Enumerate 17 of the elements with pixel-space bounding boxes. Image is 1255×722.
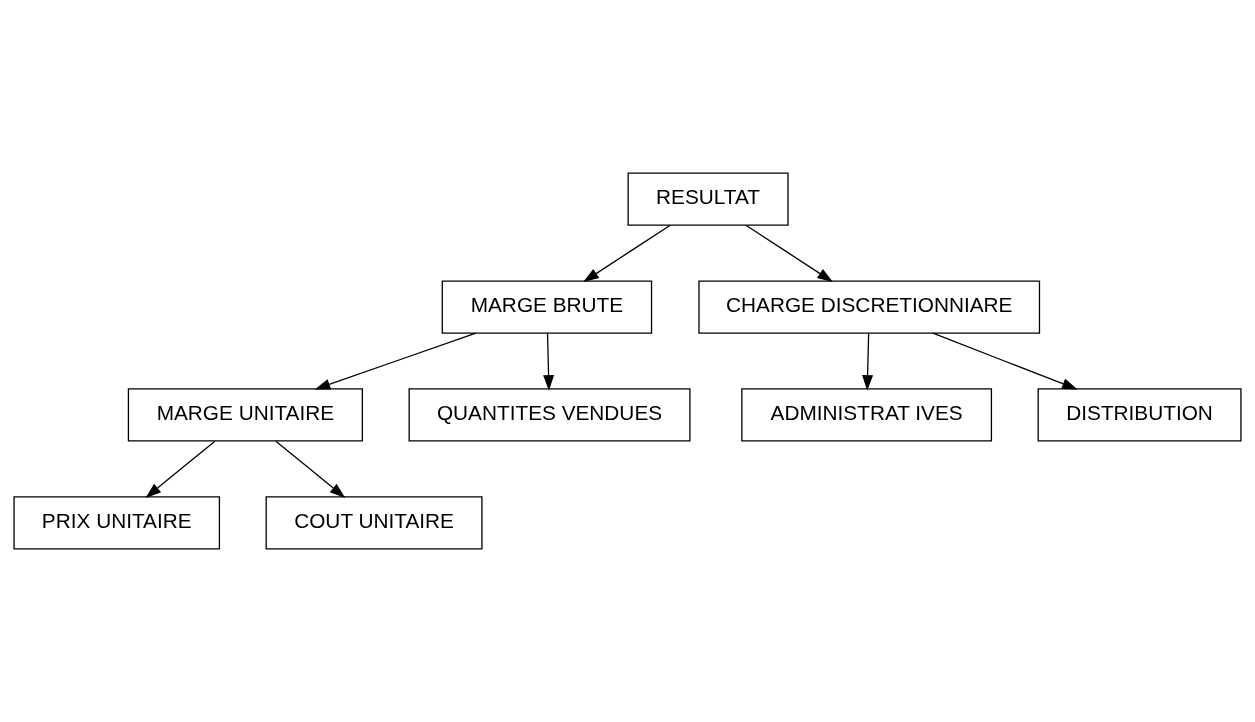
node-box: COUT UNITAIRE [265, 496, 483, 550]
node-box: DISTRIBUTION [1037, 388, 1242, 442]
node-box: QUANTITES VENDUES [408, 388, 691, 442]
node-box: RESULTAT [627, 172, 789, 226]
node-box: PRIX UNITAIRE [13, 496, 221, 550]
node-box: MARGE BRUTE [441, 280, 653, 334]
node-box: ADMINISTRAT IVES [741, 388, 993, 442]
arrow [583, 224, 671, 283]
arrow [145, 440, 216, 498]
arrow [932, 332, 1078, 390]
arrow [862, 332, 874, 391]
arrow [275, 440, 346, 498]
node-box: MARGE UNITAIRE [127, 388, 363, 442]
arrow [543, 332, 555, 391]
arrow [314, 332, 477, 390]
arrow [745, 224, 833, 283]
node-box: CHARGE DISCRETIONNIARE [698, 280, 1041, 334]
